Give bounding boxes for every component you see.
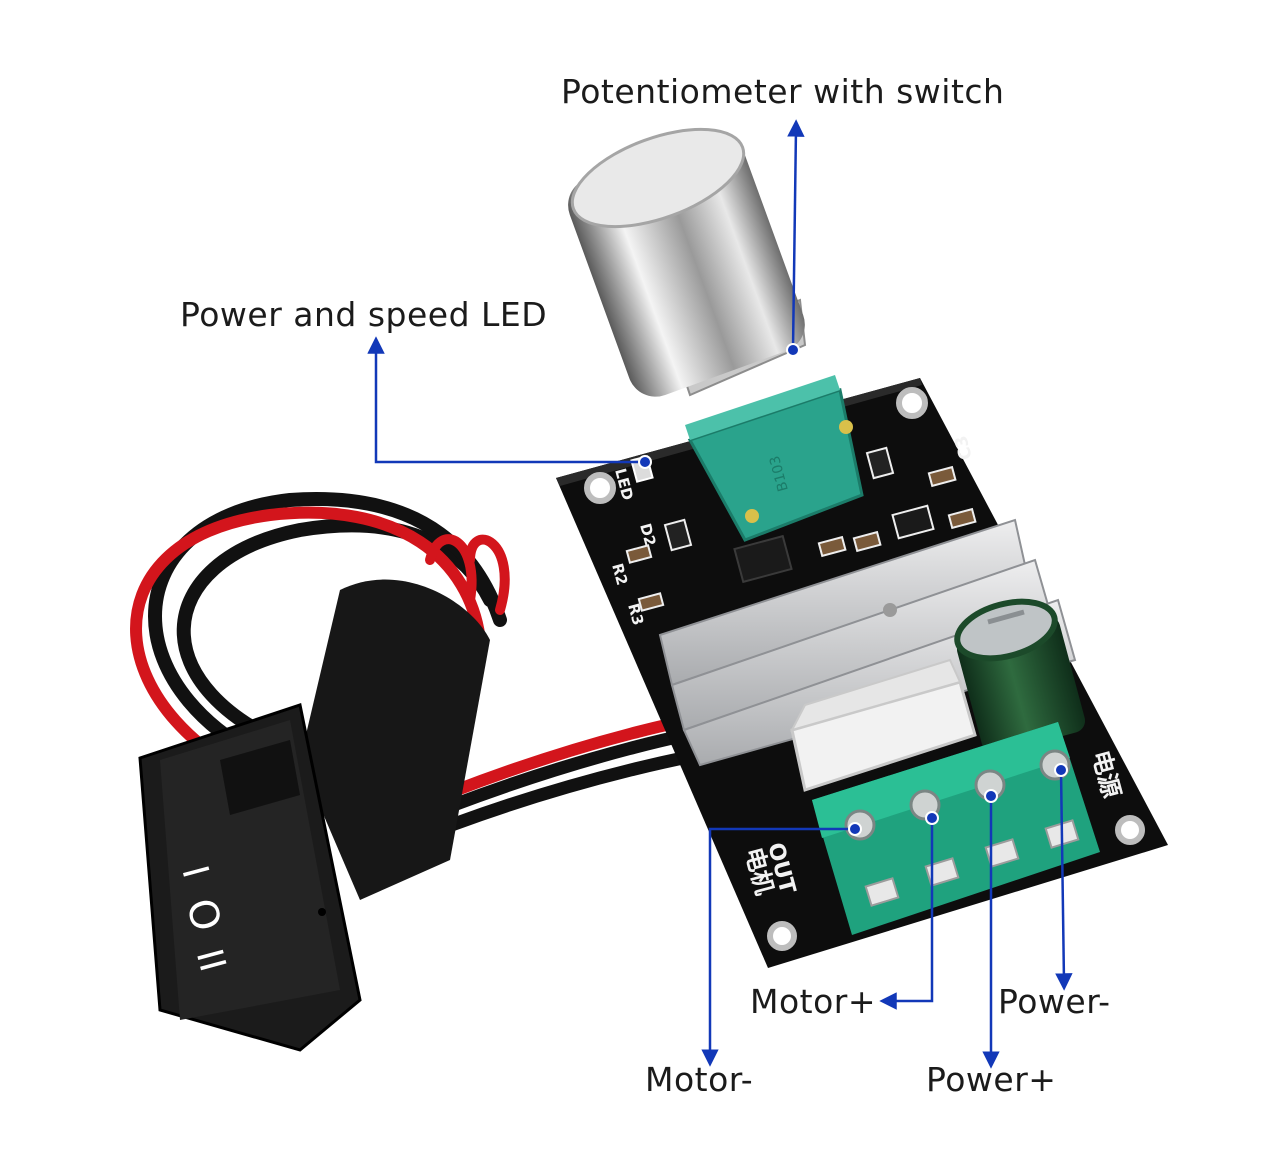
arrow-motor-plus xyxy=(879,818,934,1010)
screw-terminal xyxy=(812,722,1100,935)
label-power-minus: Power- xyxy=(998,982,1111,1021)
label-led: Power and speed LED xyxy=(180,295,548,334)
label-power-plus: Power+ xyxy=(926,1060,1057,1099)
arrow-motor-minus xyxy=(701,827,855,1067)
arrow-potentiometer xyxy=(787,119,805,351)
arrow-led xyxy=(367,336,645,464)
silk-r2: R2 xyxy=(608,561,631,587)
mounting-hole xyxy=(584,472,616,504)
label-potentiometer: Potentiometer with switch xyxy=(561,72,1005,111)
mounting-hole xyxy=(896,387,928,419)
callout-arrows xyxy=(367,119,1073,1069)
label-motor-plus: Motor+ xyxy=(750,982,877,1021)
arrow-power-minus xyxy=(1055,769,1073,991)
capacitor xyxy=(954,598,1086,754)
mounting-hole xyxy=(1115,815,1145,845)
potentiometer: B103 xyxy=(568,127,864,542)
wire-connector xyxy=(790,658,977,792)
label-motor-minus: Motor- xyxy=(645,1060,754,1099)
mounting-hole xyxy=(767,921,797,951)
silk-r3: R3 xyxy=(624,601,647,627)
silk-d2: D2 xyxy=(636,521,659,548)
rocker-switch: I O II xyxy=(138,579,490,1052)
